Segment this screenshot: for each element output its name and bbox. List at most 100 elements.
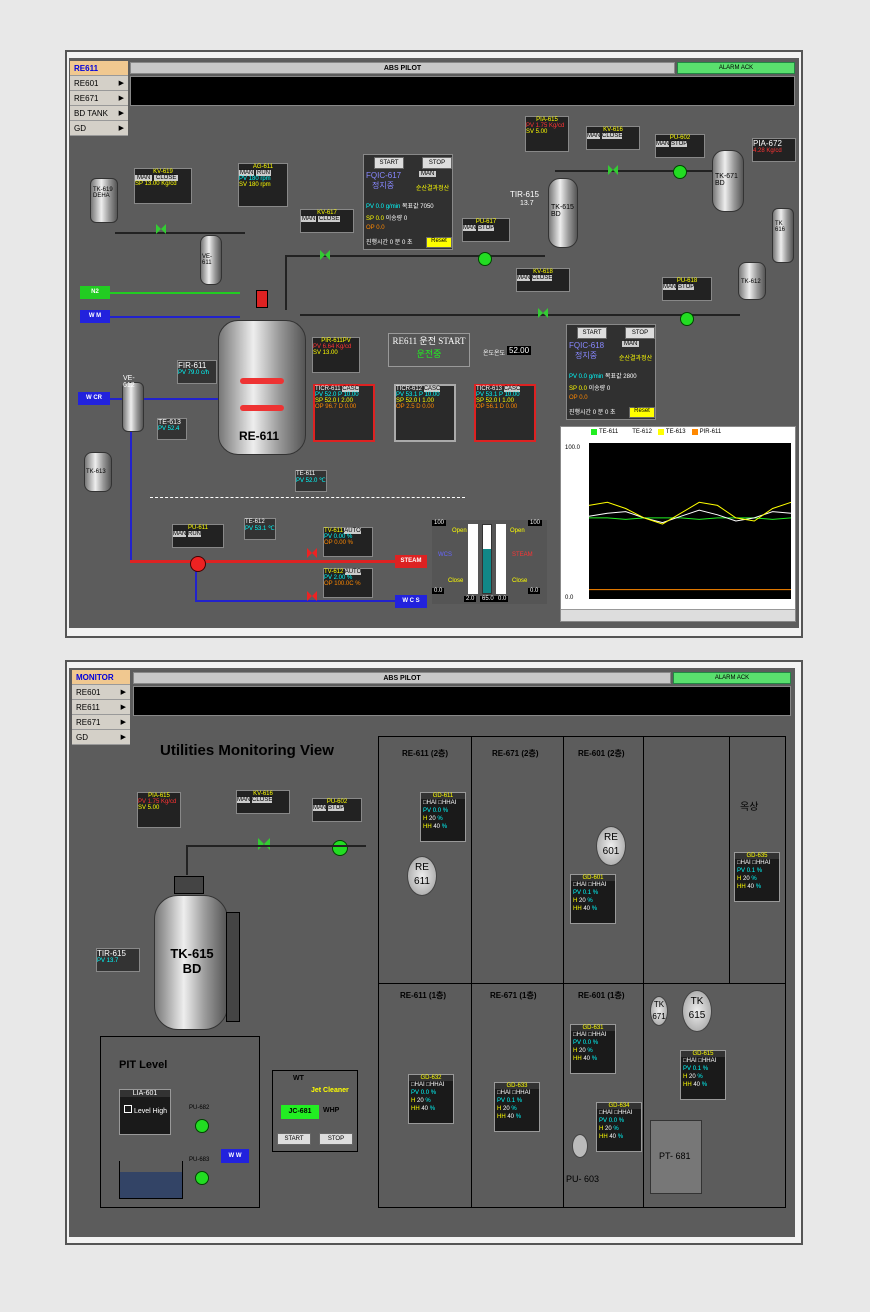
top-alarm-ack-button[interactable]: ALARM ACK — [677, 62, 795, 74]
valve-icon[interactable] — [258, 838, 270, 850]
pipe — [186, 845, 188, 875]
nav-item[interactable]: BD TANK — [70, 106, 128, 121]
gd-title: GD-635 — [735, 853, 779, 859]
valve-icon[interactable] — [538, 308, 548, 318]
pu-617-faceplate[interactable]: PU-617 MAN STOP — [462, 218, 510, 242]
kv-617-faceplate[interactable]: KV-617 MAN CLOSE — [300, 209, 354, 233]
tk-671-circle: TK 671 — [650, 996, 668, 1026]
pu-603-label: PU- 603 — [566, 1174, 600, 1184]
steam-arrow-tag: STEAM — [395, 555, 427, 568]
nav-item[interactable]: RE671 — [70, 91, 128, 106]
kv-616-faceplate[interactable]: KV-616 MAN CLOSE — [586, 126, 640, 150]
fqic-617-stop-button[interactable]: STOP — [422, 157, 452, 169]
pump-icon[interactable] — [673, 165, 687, 179]
pipe — [285, 255, 287, 310]
gas-detector-panel[interactable]: GD-611 □HAI □HHAI PV 0.0 % H 20 % HH 40 … — [420, 792, 466, 842]
pit-level-box: PIT Level LIA-601 Level High PU-682 PU-6… — [100, 1036, 260, 1208]
jc-stop-button[interactable]: STOP — [319, 1133, 353, 1145]
ag-611-faceplate[interactable]: AG-611 MAN RUN PV 180 rpm SV 180 rpm — [238, 163, 288, 207]
pump-icon[interactable] — [680, 312, 694, 326]
fqic-617-faceplate[interactable]: START STOP FQIC-617 정지중 MAN 순산결과정산 PV 0.… — [363, 154, 453, 250]
gas-detector-panel[interactable]: GD-634 □HAI □HHAI PV 0.0 % H 20 % HH 40 … — [596, 1102, 642, 1152]
ticr-611-faceplate[interactable]: TICR-611 CASC PV 52.0 P 10.00 SP 52.0 I … — [313, 384, 375, 442]
jc-start-button[interactable]: START — [277, 1133, 311, 1145]
gd-title: GD-615 — [681, 1051, 725, 1057]
bottom-alarm-ack-button[interactable]: ALARM ACK — [673, 672, 791, 684]
tk-612-tank: TK-612 — [738, 262, 766, 300]
fqic-618-faceplate[interactable]: START STOP FQIC-618 정지중 MAN 순산결과정산 PV 0.… — [566, 324, 656, 420]
tv-612-faceplate[interactable]: TV-612 AUTO PV 2.00 % OP 100.0C % — [323, 568, 373, 598]
pipe — [186, 845, 366, 847]
legend-entry: TE-612 — [624, 429, 652, 435]
jc-681-block: JC-681 — [281, 1105, 319, 1119]
bottom-nav-menu: MONITORRE601RE611RE671GD — [72, 670, 130, 745]
pump-icon[interactable] — [195, 1119, 209, 1133]
pump-icon[interactable] — [190, 556, 206, 572]
jet-cleaner-box: WT Jet Cleaner JC-681 WHP START STOP — [272, 1070, 358, 1152]
tk-619-tank: TK-619 DEHA — [90, 178, 118, 223]
tk-615-sidebar — [226, 912, 240, 1022]
gas-detector-panel[interactable]: GD-631 □HAI □HHAI PV 0.0 % H 20 % HH 40 … — [570, 1024, 616, 1074]
valve-icon[interactable] — [156, 224, 166, 234]
kv-618-faceplate[interactable]: KV-618 MAN CLOSE — [516, 268, 570, 292]
tk-613-tank: TK-613 — [84, 452, 112, 492]
pu-611-faceplate[interactable]: PU-611 MAN RUN — [172, 524, 224, 548]
nav-item[interactable]: GD — [70, 121, 128, 136]
gas-detector-panel[interactable]: GD-601 □HAI □HHAI PV 0.1 % H 20 % HH 40 … — [570, 874, 616, 924]
top-title-bar: ABS PILOT — [130, 62, 675, 74]
nav-item[interactable]: MONITOR — [72, 670, 130, 685]
gas-detector-panel[interactable]: GD-633 □HAI □HHAI PV 0.1 % H 20 % HH 40 … — [494, 1082, 540, 1132]
pia-672-faceplate: PIA-672 4.28 Kg/cd — [752, 138, 796, 162]
valve-icon[interactable] — [320, 250, 330, 260]
control-valve-icon[interactable] — [307, 591, 317, 601]
pump-icon[interactable] — [332, 840, 348, 856]
pu-618-faceplate[interactable]: PU-618 MAN STOP — [662, 277, 712, 301]
pump-icon[interactable] — [195, 1171, 209, 1185]
nav-item[interactable]: RE611 — [72, 700, 130, 715]
pit-tank — [119, 1161, 183, 1199]
pia-615-faceplate: PIA-615 PV 1.75 Kg/cd SV 5.00 — [525, 116, 569, 152]
n2-pipe — [80, 292, 240, 294]
ticr-613-faceplate[interactable]: TICR-613 CASC PV 53.1 P 10.00 SP 52.0 I … — [474, 384, 536, 442]
valve-position-gauge: 100 Open WCS Close 0.0 100 Open STEAM Cl… — [432, 520, 547, 604]
te-613-faceplate: TE-613 PV 52.4 — [157, 418, 187, 440]
zone-label: RE-601 (1층) — [578, 991, 625, 1000]
pump-icon[interactable] — [478, 252, 492, 266]
fqic-618-reset-button[interactable]: Reset — [629, 407, 655, 418]
legend-entry: TE-613 — [657, 429, 686, 435]
top-message-bar — [130, 76, 795, 106]
nav-item[interactable]: RE601 — [70, 76, 128, 91]
fqic-617-start-button[interactable]: START — [374, 157, 404, 169]
pu-602-faceplate[interactable]: PU-602 MAN STOP — [655, 134, 705, 158]
valve-icon[interactable] — [608, 165, 618, 175]
tir-615-value: 13.7 — [520, 200, 534, 207]
nav-item[interactable]: RE611 — [70, 61, 128, 76]
fqic-618-start-button[interactable]: START — [577, 327, 607, 339]
kv-619-faceplate[interactable]: KV-619 MAN CLOSE SP 13.00 Kg/cd — [134, 168, 192, 204]
tv-611-faceplate[interactable]: TV-611 AUTO PV 0.00 % OP 0.00 % — [323, 527, 373, 557]
lia-601-panel: LIA-601 Level High — [119, 1089, 171, 1135]
y-tick-label: 100.0 — [565, 445, 581, 451]
agitator-blade-icon — [240, 405, 284, 411]
wm-pipe — [80, 316, 240, 318]
pu-602-faceplate-bottom[interactable]: PU-602 MAN STOP — [312, 798, 362, 822]
gd-title: GD-611 — [421, 793, 465, 799]
nav-item[interactable]: RE601 — [72, 685, 130, 700]
gas-detector-panel[interactable]: GD-615 □HAI □HHAI PV 0.1 % H 20 % HH 40 … — [680, 1050, 726, 1100]
ticr-612-faceplate[interactable]: TICR-612 CASC PV 53.1 P 10.00 SP 52.0 I … — [394, 384, 456, 442]
fqic-617-reset-button[interactable]: Reset — [426, 237, 452, 248]
gas-detector-zone-grid — [378, 736, 786, 1208]
gas-detector-panel[interactable]: GD-635 □HAI □HHAI PV 0.1 % H 20 % HH 40 … — [734, 852, 780, 902]
nav-item[interactable]: RE671 — [72, 715, 130, 730]
control-valve-icon[interactable] — [307, 548, 317, 558]
agitator-motor-icon — [256, 290, 268, 308]
kv-616-faceplate-bottom[interactable]: KV-616 MAN CLOSE — [236, 790, 290, 814]
nav-item[interactable]: GD — [72, 730, 130, 745]
fqic-618-stop-button[interactable]: STOP — [625, 327, 655, 339]
gd-title: GD-634 — [597, 1103, 641, 1109]
gas-detector-panel[interactable]: GD-632 □HAI □HHAI PV 0.0 % H 20 % HH 40 … — [408, 1074, 454, 1124]
chart-toolbar[interactable] — [561, 609, 795, 621]
pipe — [195, 568, 197, 600]
re-601-circle: RE 601 — [596, 826, 626, 866]
